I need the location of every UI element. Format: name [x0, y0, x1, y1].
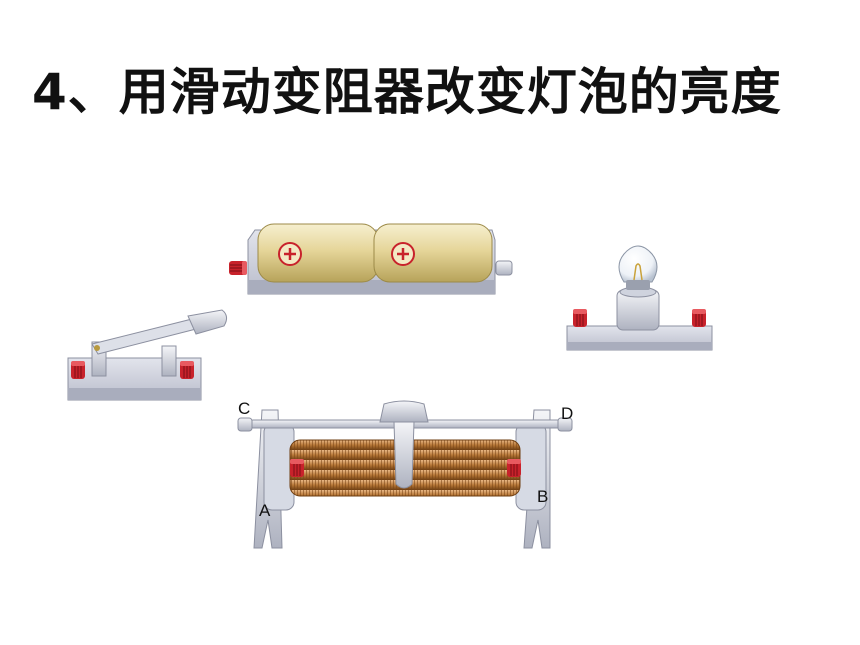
battery-negative-terminal[interactable]: [228, 260, 248, 276]
page-title: 4、用滑动变阻器改变灯泡的亮度: [32, 63, 782, 121]
terminal-a-label: A: [259, 501, 271, 520]
terminal-d-knob[interactable]: [557, 417, 573, 432]
knife-switch: [67, 309, 228, 401]
battery-cell-2: [373, 223, 493, 283]
switch-terminal-left[interactable]: [70, 360, 86, 380]
bulb-terminal-right[interactable]: [691, 308, 707, 328]
terminal-c-knob[interactable]: [237, 417, 253, 432]
battery-positive-terminal[interactable]: [495, 260, 513, 276]
terminal-b-knob[interactable]: [506, 458, 522, 478]
rheostat-slider[interactable]: [379, 400, 429, 489]
terminal-b-label: B: [537, 487, 548, 506]
terminal-a-knob[interactable]: [289, 458, 305, 478]
switch-terminal-right[interactable]: [179, 360, 195, 380]
terminal-c-label: C: [238, 399, 250, 418]
sliding-rheostat: C D A B: [237, 399, 573, 549]
switch-blade[interactable]: [91, 309, 228, 355]
terminal-d-label: D: [561, 404, 573, 423]
battery-box: [228, 223, 513, 295]
bulb-terminal-left[interactable]: [572, 308, 588, 328]
battery-cell-1: [257, 223, 379, 283]
light-bulb-icon: [618, 245, 658, 290]
light-bulb-holder: [566, 245, 713, 351]
